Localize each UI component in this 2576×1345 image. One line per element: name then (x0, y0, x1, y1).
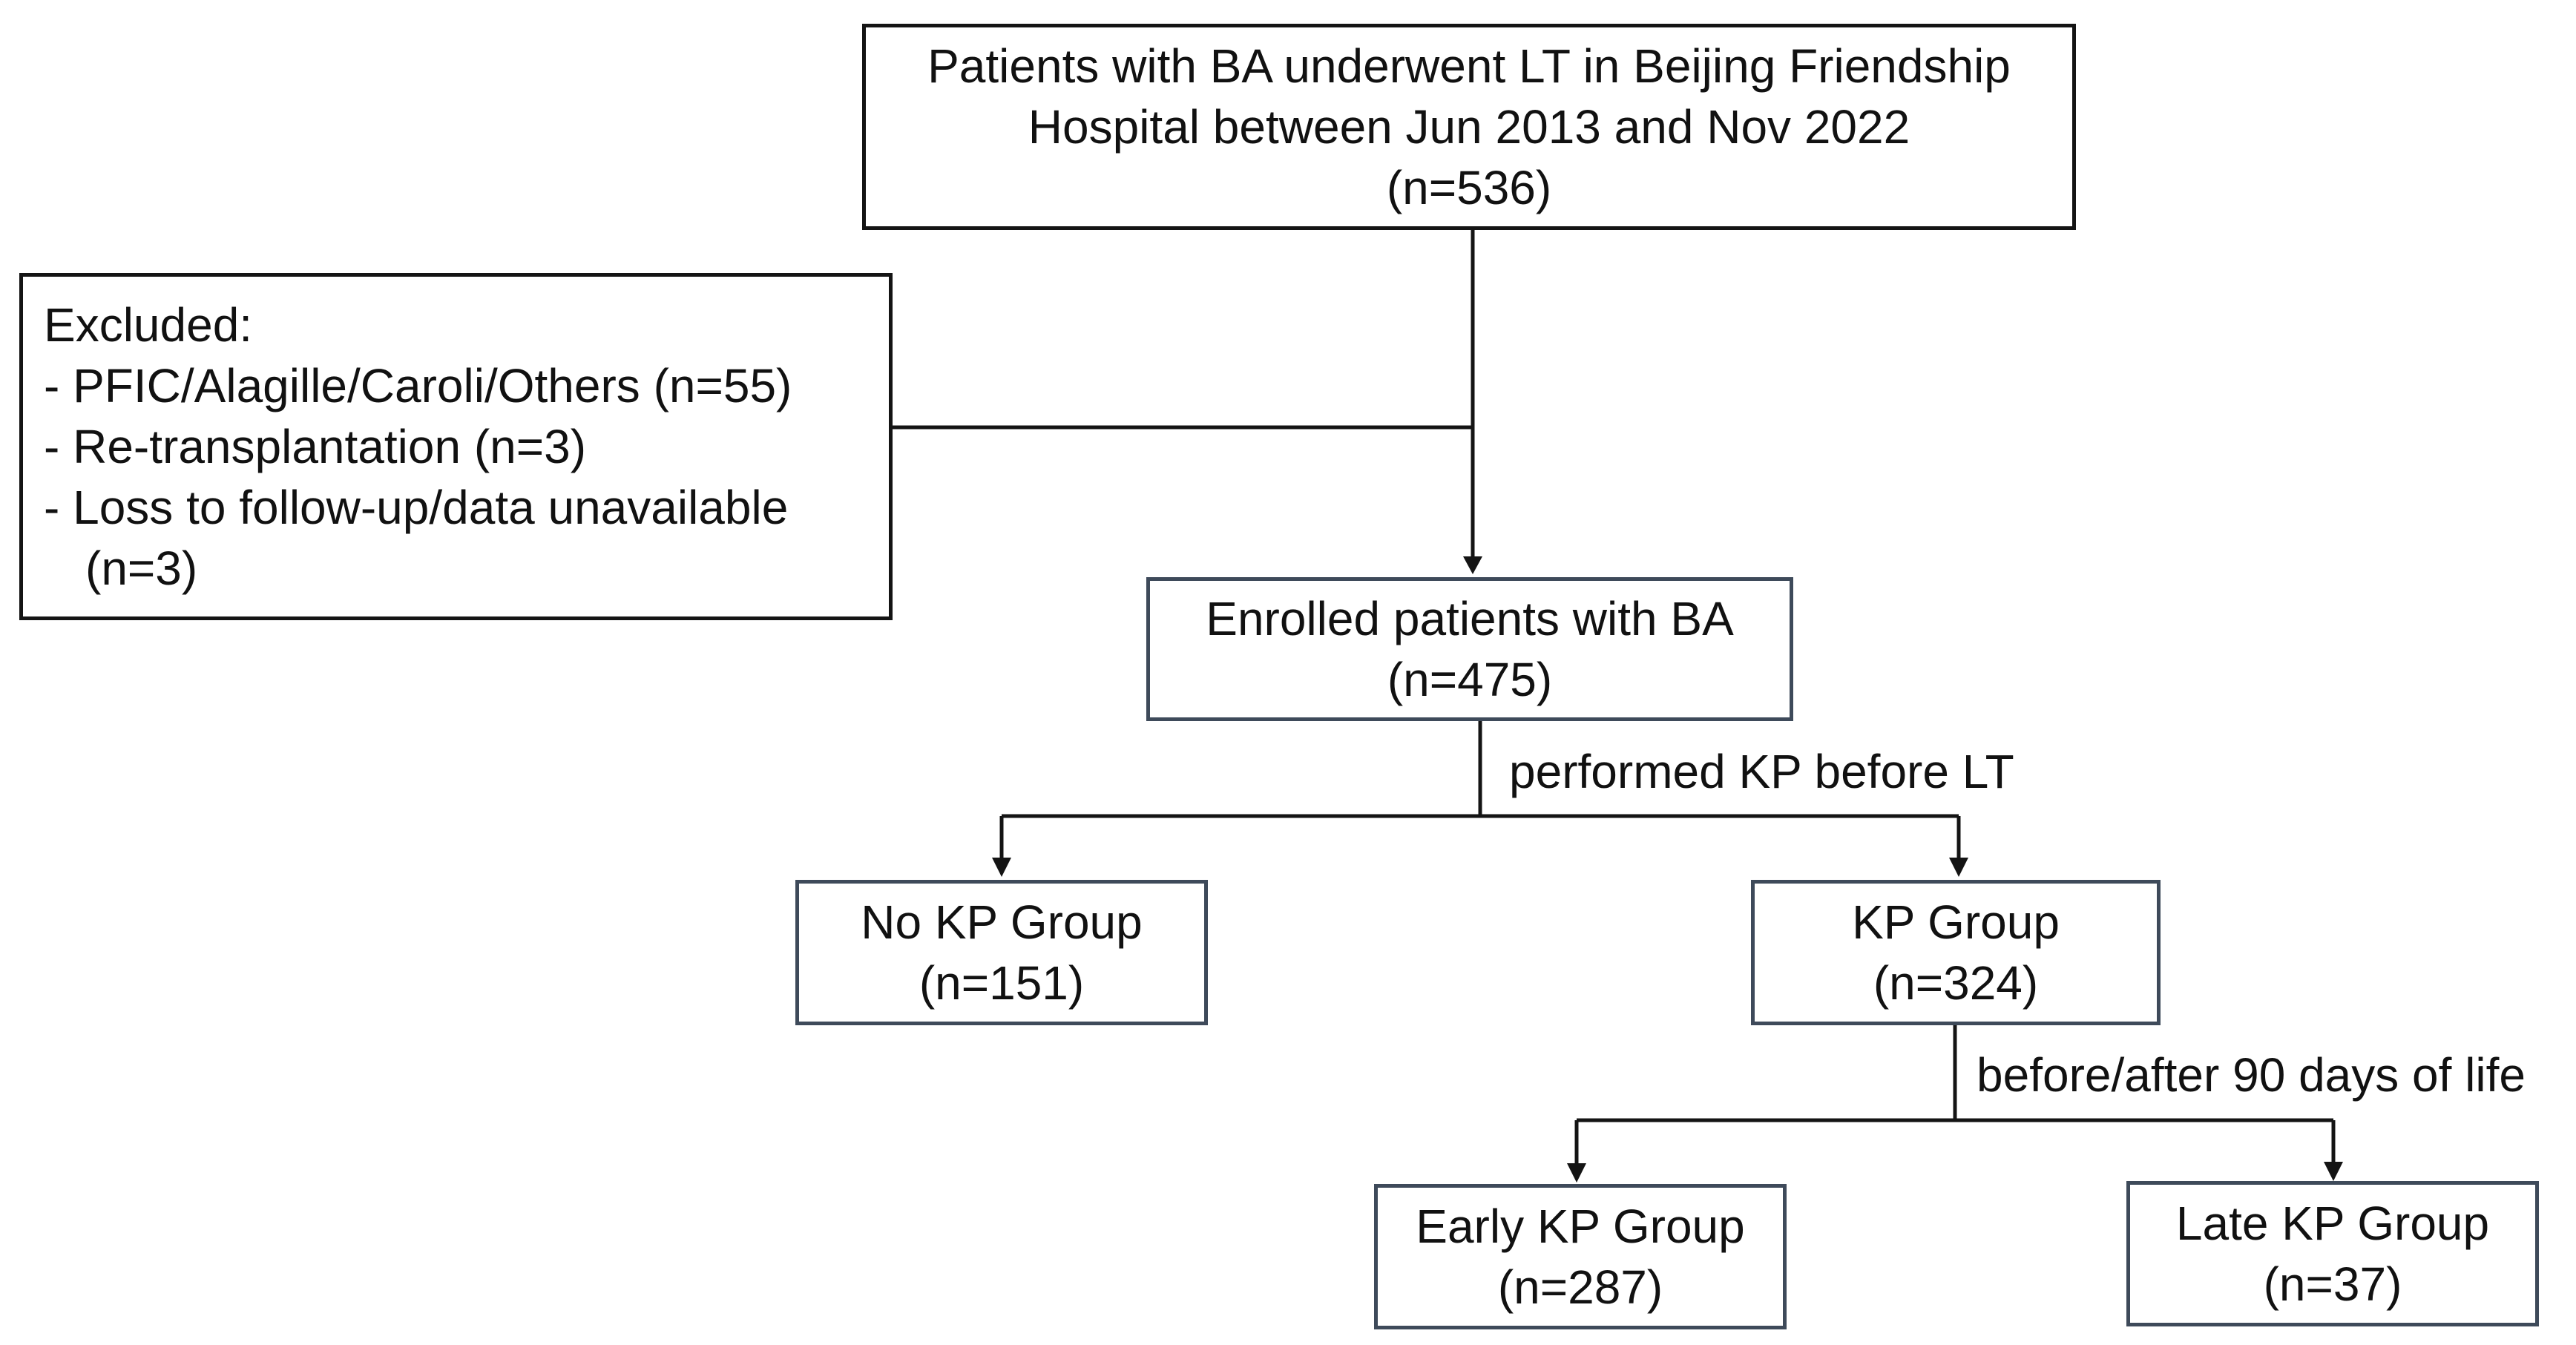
arrowhead-no-kp (992, 858, 1011, 877)
arrowhead-early-kp (1567, 1163, 1586, 1183)
box-late-kp-label: Late KP Group (2175, 1197, 2490, 1250)
excluded-item: - Loss to follow-up/data unavailable (44, 481, 789, 534)
arrowhead-kp (1949, 858, 1968, 877)
box-all-patients: Patients with BA underwent LT in Beijing… (862, 24, 2076, 230)
box-no-kp-group: No KP Group (n=151) (795, 880, 1208, 1025)
box-all-patients-count: (n=536) (1386, 161, 1552, 214)
box-enrolled: Enrolled patients with BA (n=475) (1146, 577, 1793, 721)
box-late-kp-count: (n=37) (2263, 1257, 2402, 1311)
box-kp-label: KP Group (1852, 895, 2060, 949)
box-early-kp-count: (n=287) (1497, 1260, 1663, 1314)
split-label-90-days: before/after 90 days of life (1977, 1048, 2526, 1102)
excluded-heading: Excluded: (44, 298, 253, 352)
box-kp-group: KP Group (n=324) (1751, 880, 2161, 1025)
box-enrolled-count: (n=475) (1387, 653, 1553, 706)
arrowhead-late-kp (2324, 1162, 2343, 1181)
arrowhead-enrolled (1463, 556, 1482, 574)
excluded-item: - PFIC/Alagille/Caroli/Others (n=55) (44, 359, 792, 412)
excluded-item-count: (n=3) (85, 542, 198, 595)
box-no-kp-label: No KP Group (861, 895, 1143, 949)
box-early-kp-label: Early KP Group (1416, 1200, 1745, 1253)
box-all-patients-line-1: Patients with BA underwent LT in Beijing… (927, 39, 2011, 93)
split-label-kp-before-lt: performed KP before LT (1509, 745, 2014, 798)
box-excluded: Excluded: - PFIC/Alagille/Caroli/Others … (19, 273, 893, 620)
box-all-patients-line-2: Hospital between Jun 2013 and Nov 2022 (1028, 100, 1910, 154)
box-early-kp-group: Early KP Group (n=287) (1374, 1184, 1787, 1329)
excluded-item: - Re-transplantation (n=3) (44, 420, 587, 473)
box-kp-count: (n=324) (1873, 956, 2039, 1010)
box-late-kp-group: Late KP Group (n=37) (2126, 1181, 2539, 1326)
box-no-kp-count: (n=151) (919, 956, 1085, 1010)
box-enrolled-label: Enrolled patients with BA (1206, 592, 1734, 645)
